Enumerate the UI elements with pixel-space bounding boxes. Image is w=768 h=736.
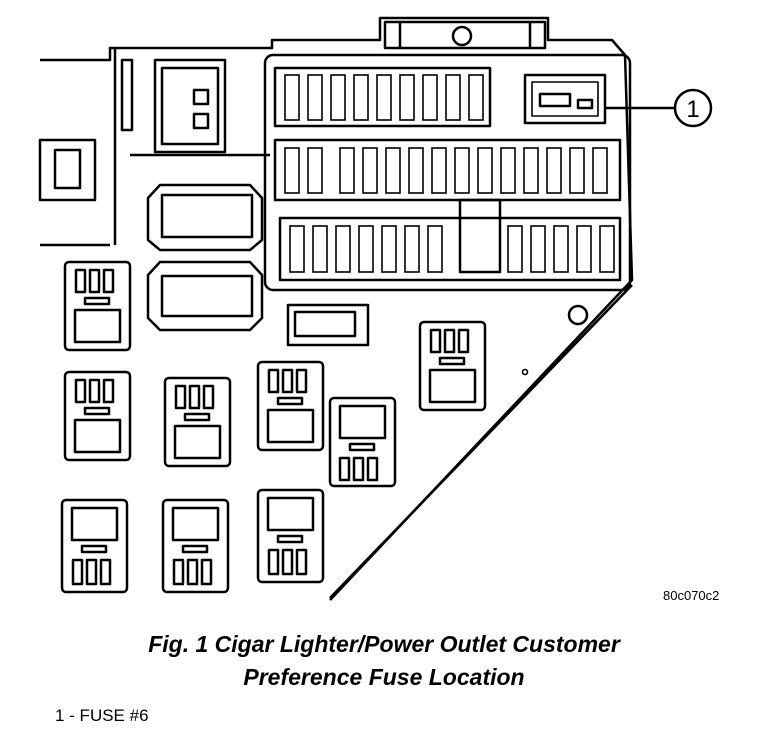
- relay-1: [63, 260, 132, 352]
- maxi-fuse-holders: [146, 183, 370, 347]
- callout-number: 1: [686, 96, 699, 123]
- figure-caption-line1: Fig. 1 Cigar Lighter/Power Outlet Custom…: [148, 631, 620, 657]
- figure-caption-line2: Preference Fuse Location: [243, 664, 525, 690]
- relay-4: [256, 360, 325, 452]
- small-connector: [153, 58, 227, 154]
- figure-reference-code: 80c070c2: [663, 588, 720, 603]
- top-connector: [383, 20, 547, 50]
- relay-8: [161, 498, 230, 594]
- relay-5: [328, 396, 397, 488]
- fuse-row-middle: [284, 147, 608, 194]
- mounting-hole: [567, 304, 589, 326]
- left-side-block: [38, 58, 134, 202]
- relay-3: [163, 376, 232, 468]
- main-fuse-panel: [263, 53, 632, 292]
- fuse-row-top: [284, 74, 484, 121]
- relay-2: [63, 370, 132, 462]
- fuse-row-bottom: [289, 225, 615, 273]
- relay-7: [60, 498, 129, 594]
- rivet: [521, 368, 529, 376]
- relay-9: [256, 488, 325, 584]
- legend-item: 1 - FUSE #6: [55, 706, 149, 725]
- fuse-6: [531, 81, 599, 117]
- callout-1: 1: [605, 88, 713, 128]
- relay-6: [418, 320, 487, 412]
- fuse-block-diagram: 1: [38, 16, 713, 601]
